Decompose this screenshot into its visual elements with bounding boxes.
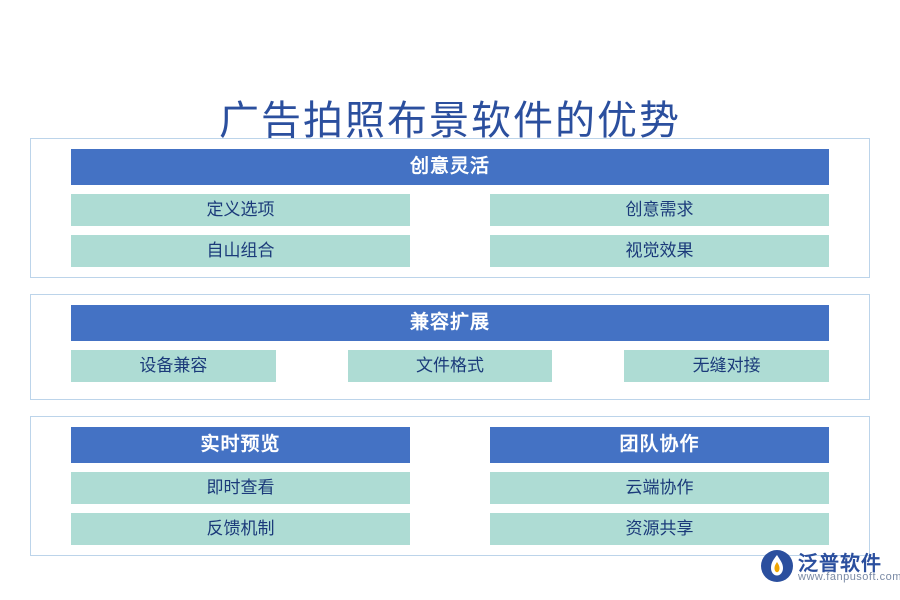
cell-item: 设备兼容 (71, 350, 276, 382)
group-creative: 创意灵活 定义选项 自山组合 创意需求 视觉效果 (30, 138, 870, 278)
cell-item: 视觉效果 (490, 235, 829, 267)
cell-item: 云端协作 (490, 472, 829, 504)
group-collab-header: 团队协作 (490, 427, 829, 463)
cell-item: 文件格式 (347, 350, 553, 382)
cell-item: 无缝对接 (624, 350, 830, 382)
group-creative-header: 创意灵活 (71, 149, 829, 185)
group-creative-header-row: 创意灵活 (31, 139, 869, 185)
group-creative-column-right: 创意需求 视觉效果 (490, 194, 829, 267)
flame-logo-icon (761, 550, 793, 582)
group-preview-header: 实时预览 (71, 427, 410, 463)
group-creative-column-left: 定义选项 自山组合 (71, 194, 410, 267)
group-creative-columns: 定义选项 自山组合 创意需求 视觉效果 (31, 194, 869, 267)
cell-item: 即时查看 (71, 472, 410, 504)
group-compatibility-header: 兼容扩展 (71, 305, 829, 341)
cell-item: 反馈机制 (71, 513, 410, 545)
group-compatibility-header-row: 兼容扩展 (31, 295, 869, 341)
cell-item: 创意需求 (490, 194, 829, 226)
cell-item: 自山组合 (71, 235, 410, 267)
cell-item: 定义选项 (71, 194, 410, 226)
page-title: 广告拍照布景软件的优势 (219, 98, 681, 143)
group-collab-column: 云端协作 资源共享 (490, 472, 829, 545)
group-preview-column: 即时查看 反馈机制 (71, 472, 410, 545)
brand-url: www.fanpusoft.com (798, 571, 900, 583)
group-preview-collab-columns: 即时查看 反馈机制 云端协作 资源共享 (31, 472, 869, 545)
group-compatibility: 兼容扩展 设备兼容 文件格式 无缝对接 (30, 294, 870, 400)
cell-item: 资源共享 (490, 513, 829, 545)
group-compatibility-cells: 设备兼容 文件格式 无缝对接 (31, 350, 869, 382)
brand-name: 泛普软件 (798, 553, 882, 575)
brand-logo: 泛普软件 www.fanpusoft.com (760, 545, 900, 589)
group-preview-collab: 实时预览 团队协作 即时查看 反馈机制 云端协作 资源共享 (30, 416, 870, 556)
group-preview-collab-header-row: 实时预览 团队协作 (31, 417, 869, 463)
